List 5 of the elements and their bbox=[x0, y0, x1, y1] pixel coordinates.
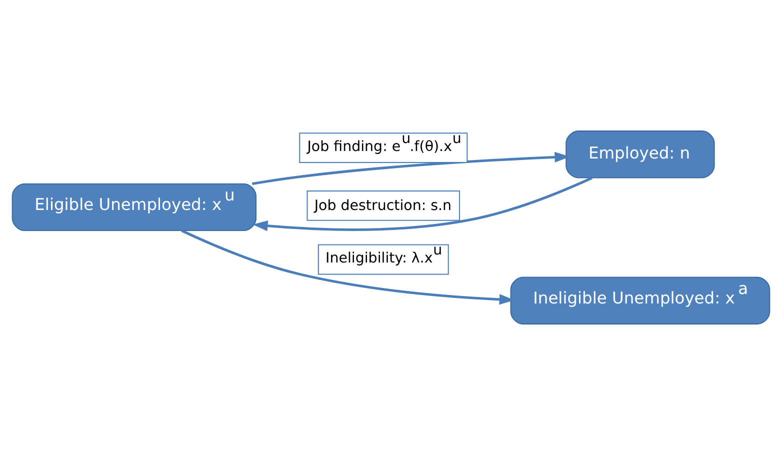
edge-label: Job destruction: s.n bbox=[314, 198, 452, 214]
arrow bbox=[252, 176, 593, 232]
node-box: Employed: n bbox=[566, 130, 715, 178]
arrow bbox=[252, 152, 570, 186]
arrow bbox=[181, 230, 515, 305]
